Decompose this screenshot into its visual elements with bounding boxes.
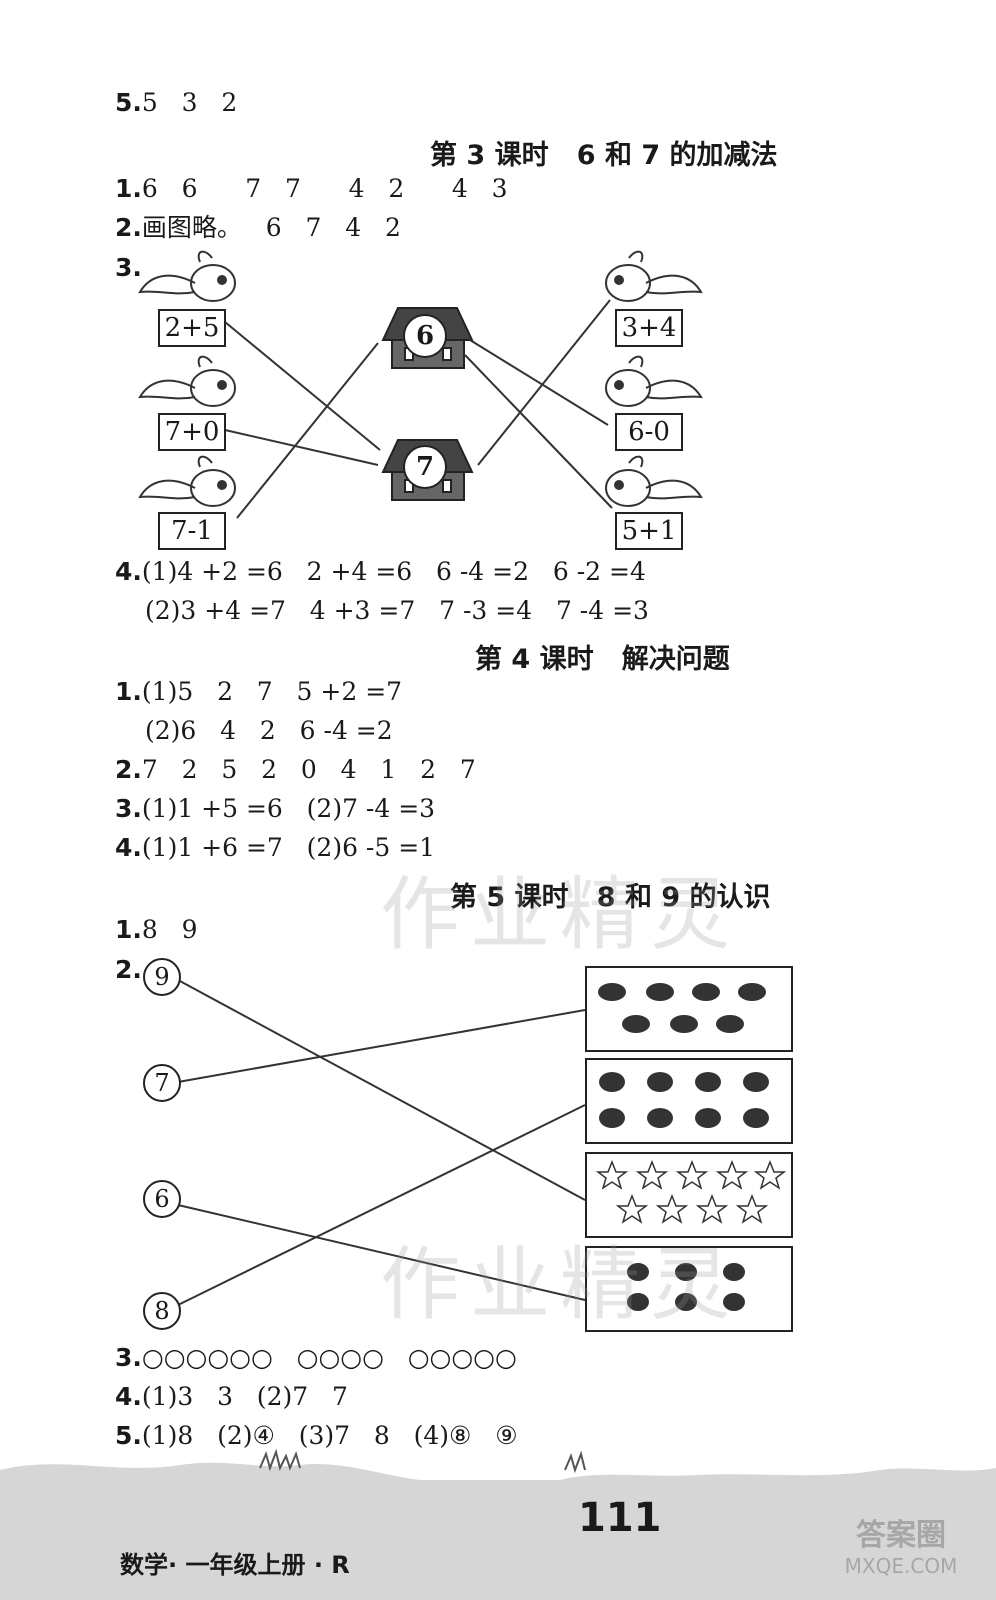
scorpion-icon: [599, 1072, 769, 1128]
logo-text: 答案圈: [856, 1518, 946, 1553]
star-icon: [595, 1159, 787, 1224]
bird-icon: [138, 355, 236, 407]
answer-line: 4.(1)4 +2 =6 2 +4 =6 6 -4 =2 6 -2 =4: [115, 557, 646, 587]
answer-line: 1.6 6 7 7 4 2 4 3: [115, 174, 508, 204]
watermark: 作业精灵: [380, 868, 740, 961]
answer-line: 2.画图略。 6 7 4 2: [115, 213, 401, 243]
answer-text: (2)6 4 2 6 -4 =2: [145, 716, 393, 745]
answer-text: (1)1 +5 =6 (2)7 -4 =3: [141, 794, 436, 823]
answer-line: 3.○○○○○○ ○○○○ ○○○○○: [115, 1343, 517, 1373]
item-number: 4.: [115, 833, 142, 862]
answer-text: (1)1 +6 =7 (2)6 -5 =1: [141, 833, 436, 862]
item-number: 3.: [115, 253, 142, 282]
answer-text: (1)3 3 (2)7 7: [141, 1382, 348, 1411]
item-number: 4.: [115, 557, 142, 586]
number-circle: 9: [143, 958, 181, 996]
section-heading: 第 4 课时 解决问题: [475, 644, 730, 675]
item-number: 5.: [115, 1421, 142, 1450]
answer-line: 5.(1)8 (2)④ (3)7 8 (4)⑧ ⑨: [115, 1421, 518, 1451]
answer-text: 7 2 5 2 0 4 1 2 7: [141, 755, 476, 784]
answer-line: 3.(1)1 +5 =6 (2)7 -4 =3: [115, 794, 435, 824]
answer-line: 4.(1)3 3 (2)7 7: [115, 1382, 348, 1412]
house-number: 6: [403, 314, 447, 358]
answer-line: 2.: [115, 955, 142, 985]
crab-icon: [598, 983, 766, 1033]
item-number: 3.: [115, 1343, 142, 1372]
picture-box-animals: [585, 1246, 793, 1332]
item-number: 2.: [115, 755, 142, 784]
item-number: 5.: [115, 88, 142, 117]
answer-text: 8 9: [141, 915, 198, 944]
answer-line: (2)3 +4 =7 4 +3 =7 7 -3 =4 7 -4 =3: [145, 596, 649, 626]
book-title: 数学· 一年级上册 · R: [120, 1551, 350, 1579]
answer-line: 1.(1)5 2 7 5 +2 =7: [115, 677, 402, 707]
bird-icon: [605, 455, 703, 507]
answer-text: 画图略。 6 7 4 2: [141, 213, 401, 242]
bird-icon: [605, 250, 703, 302]
answer-text: 6 6 7 7 4 2 4 3: [141, 174, 508, 203]
item-number: 1.: [115, 677, 142, 706]
site-logo: 答案圈 MXQE.COM: [826, 1510, 976, 1578]
bird-expression-box: 3+4: [615, 309, 683, 347]
bird-expression-box: 2+5: [158, 309, 226, 347]
answer-text: (1)5 2 7 5 +2 =7: [141, 677, 403, 706]
watermark: 作业精灵: [380, 1238, 740, 1331]
number-circle: 8: [143, 1292, 181, 1330]
answer-line: 2.7 2 5 2 0 4 1 2 7: [115, 755, 476, 785]
bird-expression-box: 7-1: [158, 512, 226, 550]
bird-expression-box: 5+1: [615, 512, 683, 550]
bird-icon: [138, 455, 236, 507]
picture-box-crabs: [585, 966, 793, 1052]
item-number: 2.: [115, 213, 142, 242]
item-number: 1.: [115, 174, 142, 203]
section-heading: 第 5 课时 8 和 9 的认识: [450, 882, 771, 913]
answer-text: 5 3 2: [141, 88, 238, 117]
answer-text: ○○○○○○ ○○○○ ○○○○○: [141, 1343, 517, 1372]
bird-expression-box: 7+0: [158, 413, 226, 451]
bird-icon: [605, 355, 703, 407]
number-circle: 7: [143, 1064, 181, 1102]
answer-line: 5.5 3 2: [115, 88, 237, 118]
answer-text: (1)4 +2 =6 2 +4 =6 6 -4 =2 6 -2 =4: [141, 557, 646, 586]
house-number: 7: [403, 445, 447, 489]
bird-expression-box: 6-0: [615, 413, 683, 451]
item-number: 1.: [115, 915, 142, 944]
answer-line: 1.8 9: [115, 915, 198, 945]
item-number: 2.: [115, 955, 142, 984]
answer-line: 3.: [115, 253, 142, 283]
logo-url: MXQE.COM: [844, 1554, 958, 1578]
item-number: 3.: [115, 794, 142, 823]
item-number: 4.: [115, 1382, 142, 1411]
answer-line: (2)6 4 2 6 -4 =2: [145, 716, 393, 746]
answer-line: 4.(1)1 +6 =7 (2)6 -5 =1: [115, 833, 435, 863]
page-number: 111: [578, 1495, 662, 1541]
bird-icon: [138, 250, 236, 302]
animal-icon: [627, 1263, 745, 1311]
number-circle: 6: [143, 1180, 181, 1218]
picture-box-stars: [585, 1152, 793, 1238]
answer-text: (2)3 +4 =7 4 +3 =7 7 -3 =4 7 -4 =3: [145, 596, 649, 625]
answer-text: (1)8 (2)④ (3)7 8 (4)⑧ ⑨: [141, 1421, 518, 1450]
section-heading: 第 3 课时 6 和 7 的加减法: [430, 140, 778, 171]
